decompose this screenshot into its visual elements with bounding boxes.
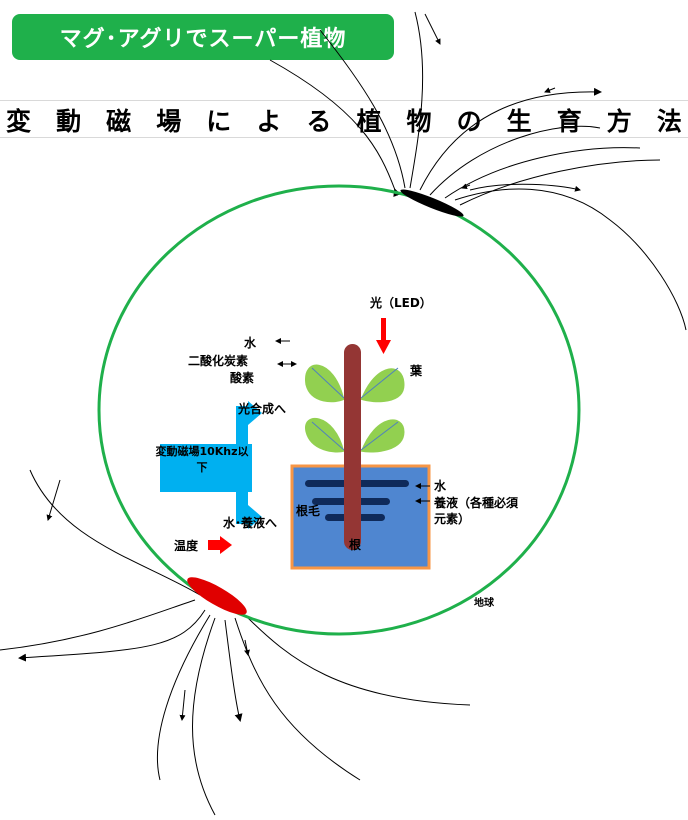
label-co2: 二酸化炭素 — [188, 354, 249, 368]
label-light: 光（LED） — [370, 296, 432, 310]
label-photosynthesis: 光合成へ — [238, 402, 287, 416]
magnetic-field-line-icon — [179, 689, 186, 721]
title-char: 変 — [6, 107, 32, 136]
magnetic-field-line-icon — [18, 609, 206, 662]
title-band — [0, 100, 688, 138]
magnetic-field-line-icon — [234, 617, 361, 781]
north-pole — [400, 189, 464, 217]
label-water-nutrient: 水･養液へ — [223, 516, 278, 530]
magnetic-field-lines-top — [269, 11, 687, 331]
label-earth: 地球 — [474, 598, 494, 609]
label-root-hair: 根毛 — [296, 504, 321, 518]
label-water-tank: 水 — [434, 479, 447, 493]
small-arrows — [275, 338, 430, 504]
label-temperature: 温度 — [174, 539, 199, 553]
label-root: 根 — [349, 538, 362, 552]
title-char: の — [456, 107, 482, 136]
title-char: 育 — [556, 107, 582, 136]
banner-text: マグ･アグリでスーパー植物 — [59, 27, 347, 52]
title-char: 法 — [656, 107, 682, 136]
magnetic-field-line-icon — [244, 614, 471, 706]
title-char: 方 — [606, 107, 632, 136]
magnetic-field-line-icon — [244, 639, 250, 656]
magnetic-field-line-icon — [461, 183, 471, 190]
magnetic-field-line-icon — [454, 188, 687, 331]
magnetic-field-line-icon — [319, 29, 406, 189]
magnetic-field-line-icon — [544, 87, 556, 93]
magnetic-field-line-icon — [424, 13, 441, 45]
leaf-veins — [311, 367, 399, 451]
magnetic-field-line-icon — [0, 599, 196, 651]
title-char: に — [206, 107, 232, 136]
earth-circle — [97, 184, 581, 636]
magnetic-field-lines-bottom — [0, 469, 471, 816]
magnetic-field-line-icon — [269, 59, 401, 198]
magnetic-field-line-icon — [459, 159, 661, 206]
magnetic-field-line-icon — [419, 87, 602, 191]
banner: マグ･アグリでスーパー植物 — [12, 14, 394, 60]
title-char: 場 — [156, 107, 182, 136]
page-title: 変 動 磁 場 に よ る 植 物 の 生 育 方 法 — [0, 102, 688, 138]
label-leaf: 葉 — [410, 364, 423, 378]
label-nutrient: 養液（各種必須元素） — [434, 496, 519, 526]
title-char: 動 — [56, 107, 82, 136]
water-arrow-icon — [248, 505, 262, 529]
title-char: 磁 — [106, 107, 132, 136]
title-char: 生 — [506, 107, 532, 136]
leaf-icon — [304, 363, 346, 404]
title-char: る — [306, 107, 332, 136]
temperature-arrow-icon — [208, 536, 232, 554]
magnetic-field-line-icon — [469, 183, 581, 192]
label-oxygen: 酸素 — [230, 371, 255, 385]
magnetic-field-line-icon — [46, 479, 61, 521]
plant-stem — [344, 344, 361, 550]
magnetic-field-line-icon — [429, 125, 601, 196]
leaf-icon — [359, 367, 406, 404]
leaf-icon — [359, 418, 406, 454]
water-arrow-icon — [248, 401, 262, 425]
magnetic-field-line-icon — [157, 614, 211, 781]
magnetic-field-block — [160, 401, 262, 529]
leaves — [304, 363, 406, 454]
label-magnetic-field: 変動磁場10Khz以下 — [155, 445, 249, 474]
magnetic-field-line-icon — [29, 469, 201, 596]
leaf-icon — [304, 417, 346, 454]
light-arrow-icon — [376, 318, 391, 354]
magnetic-field-line-icon — [409, 11, 424, 189]
label-water-top: 水 — [244, 336, 257, 350]
title-char: よ — [256, 107, 282, 136]
magnetic-field-line-icon — [192, 617, 216, 816]
magnetic-field-line-icon — [224, 619, 243, 722]
south-pole — [187, 577, 247, 615]
